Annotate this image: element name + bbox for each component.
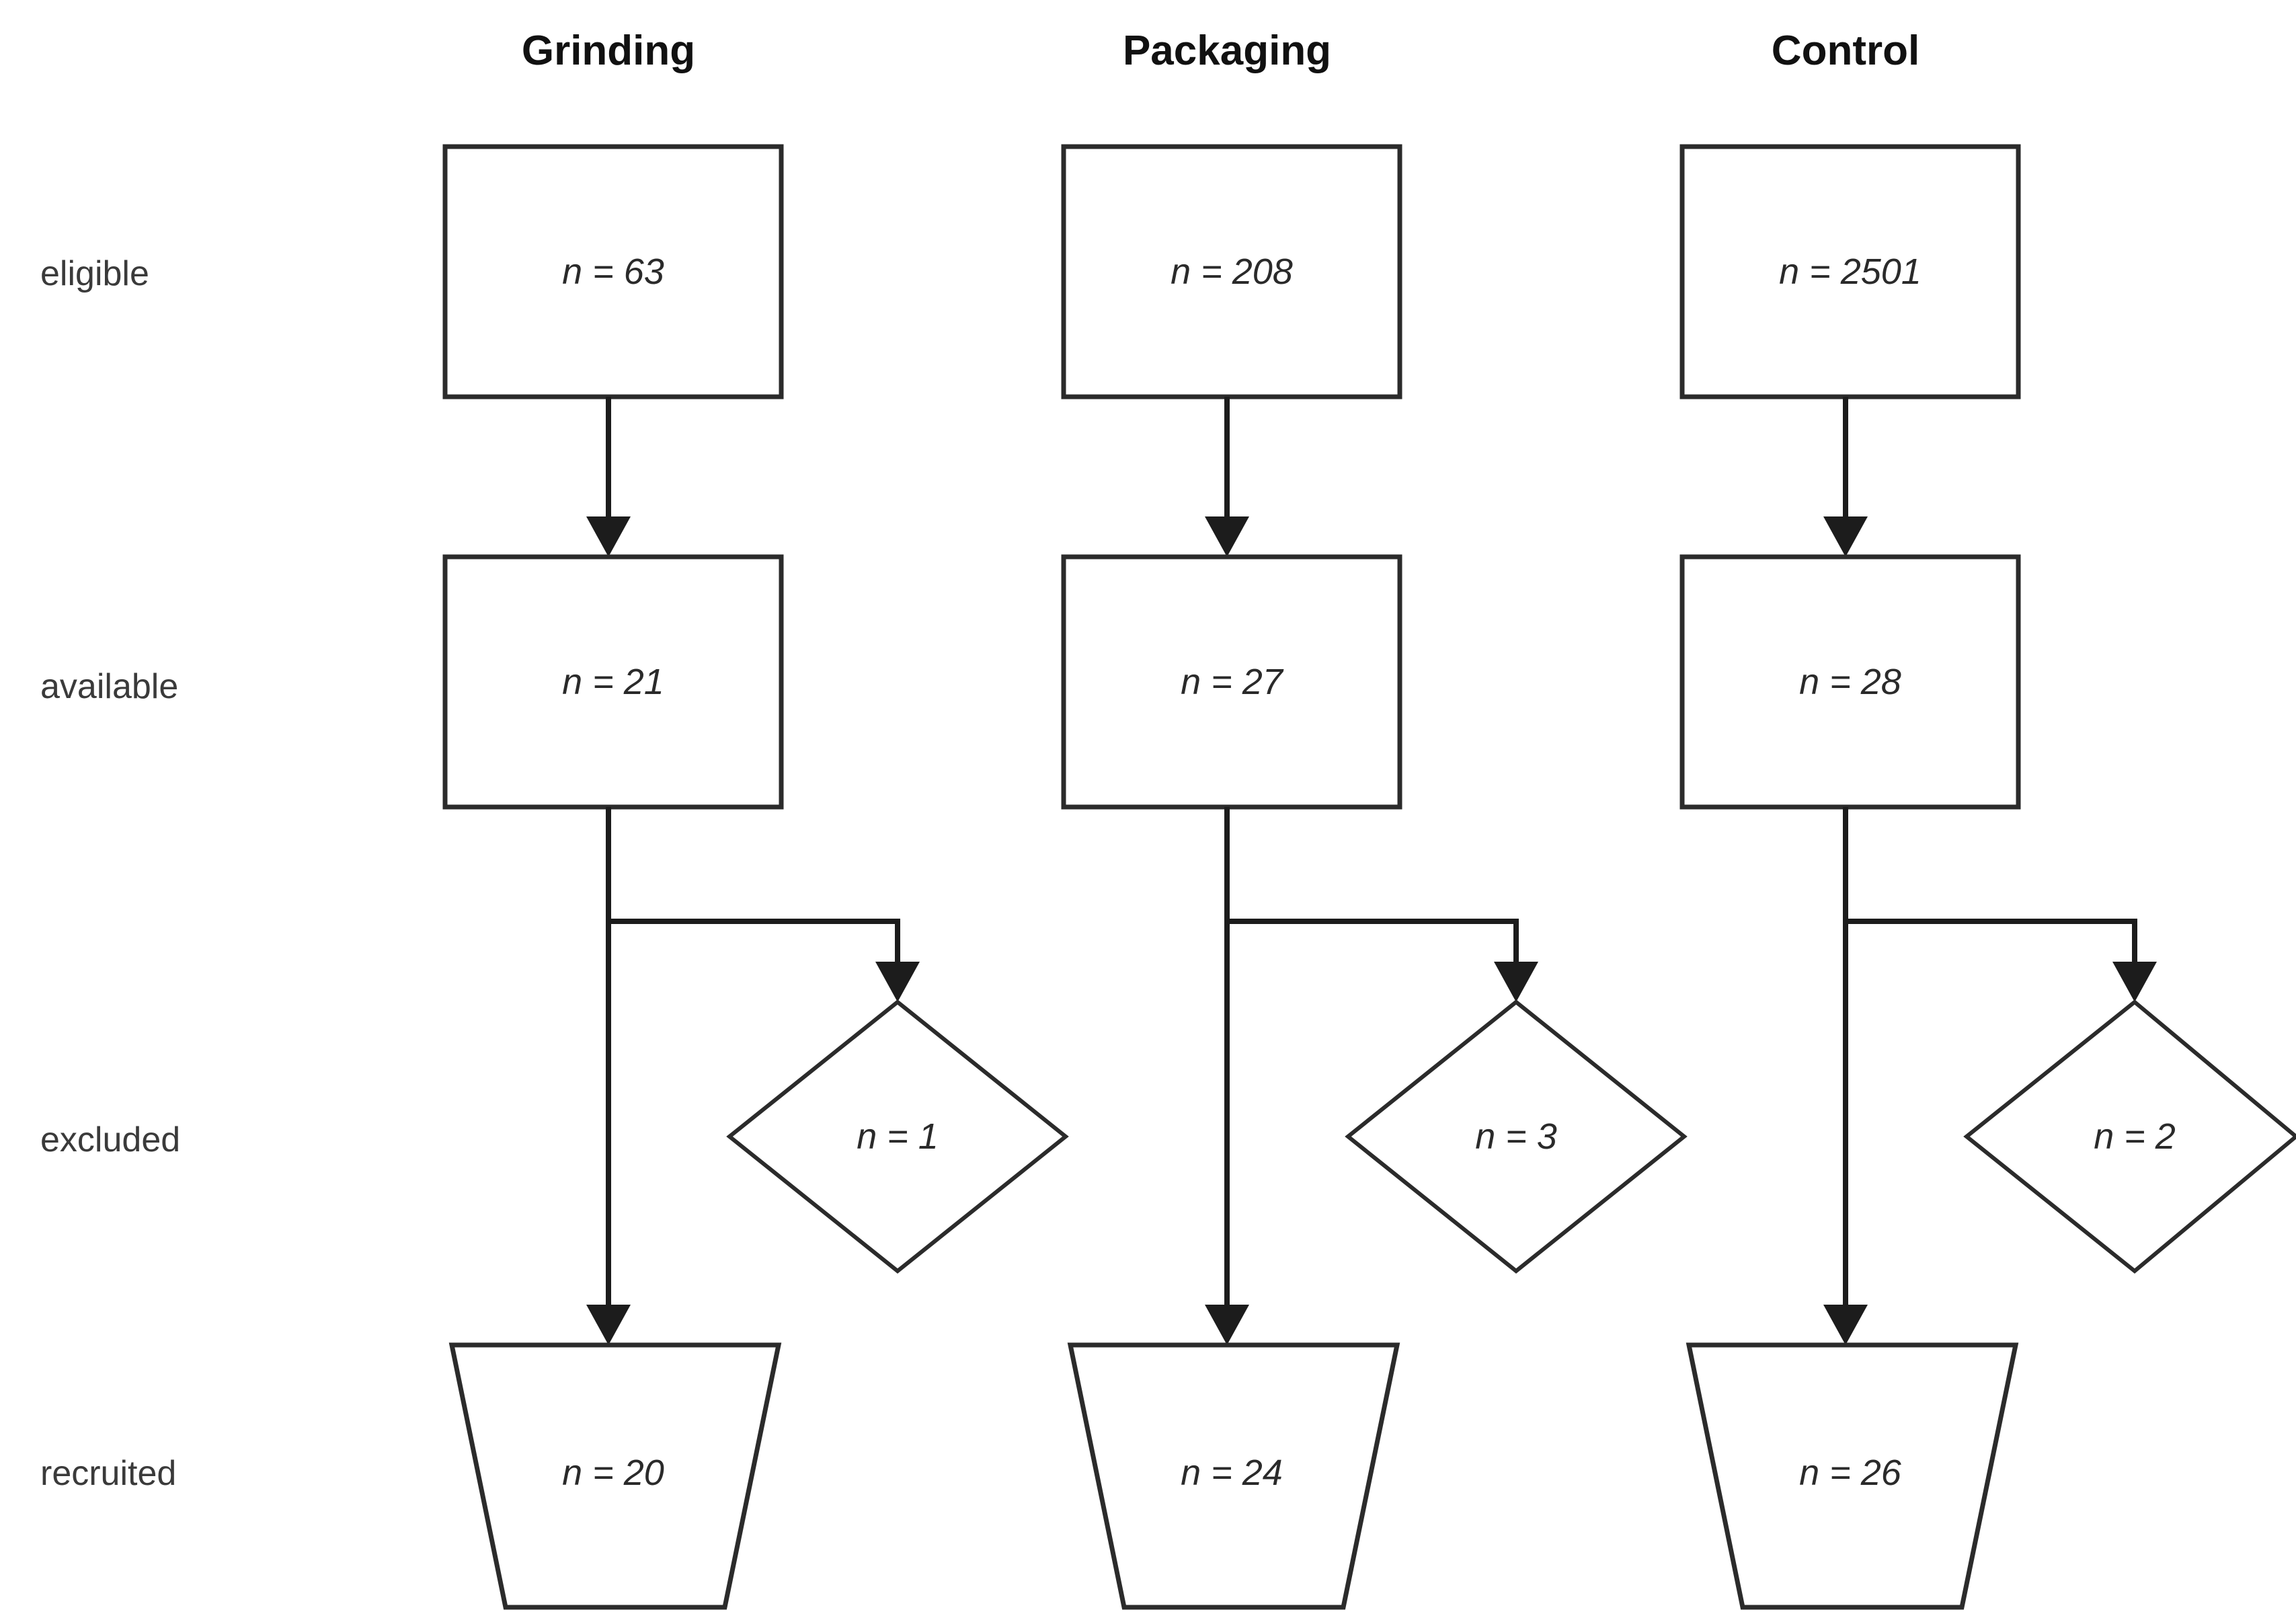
arrowhead-down-icon: [586, 516, 631, 557]
node-eligible-grinding: n = 63: [442, 144, 784, 399]
node-excluded-grinding: n = 1: [726, 999, 1069, 1274]
excluded-grinding-diamond: [726, 999, 1069, 1274]
column-header-packaging: Packaging: [1123, 28, 1331, 74]
node-excluded-packaging: n = 3: [1345, 999, 1688, 1274]
recruited-packaging-label: n = 24: [1181, 1453, 1283, 1493]
excluded-control-label: n = 2: [2094, 1116, 2176, 1157]
row-label-eligible: eligible: [40, 254, 149, 293]
node-excluded-control: n = 2: [1963, 999, 2296, 1274]
node-recruited-control: n = 26: [1686, 1342, 2019, 1610]
excluded-packaging-diamond: [1345, 999, 1688, 1274]
node-available-packaging: n = 27: [1061, 554, 1402, 810]
arrowhead-down-icon: [1823, 516, 1868, 557]
column-header-grinding: Grinding: [522, 28, 695, 74]
eligible-packaging-label: n = 208: [1171, 252, 1293, 292]
recruited-control-trapezoid: [1686, 1342, 2019, 1610]
available-control-label: n = 28: [1799, 662, 1901, 702]
arrowhead-down-icon: [1494, 962, 1538, 1002]
excluded-control-diamond: [1963, 999, 2296, 1274]
eligible-grinding-label: n = 63: [562, 252, 664, 292]
row-label-recruited: recruited: [40, 1454, 176, 1493]
recruited-packaging-trapezoid: [1067, 1342, 1400, 1610]
recruited-control-label: n = 26: [1799, 1453, 1902, 1493]
excluded-grinding-label: n = 1: [857, 1116, 939, 1157]
available-grinding-label: n = 21: [562, 662, 664, 702]
connector-available-branch-packaging: [1205, 807, 1538, 1345]
row-label-available: available: [40, 667, 178, 706]
node-eligible-control: n = 2501: [1679, 144, 2021, 399]
node-eligible-packaging: n = 208: [1061, 144, 1402, 399]
recruited-grinding-trapezoid: [448, 1342, 782, 1610]
arrowhead-down-icon: [586, 1305, 631, 1345]
excluded-packaging-label: n = 3: [1475, 1116, 1557, 1157]
arrowhead-down-icon: [2112, 962, 2157, 1002]
column-header-control: Control: [1772, 28, 1919, 74]
node-available-grinding: n = 21: [442, 554, 784, 810]
connector-eligible-to-available-packaging: [1205, 397, 1249, 557]
node-recruited-grinding: n = 20: [448, 1342, 782, 1610]
connector-available-branch-control: [1823, 807, 2157, 1345]
eligible-grinding-rect: [442, 144, 784, 399]
node-recruited-packaging: n = 24: [1067, 1342, 1400, 1610]
arrowhead-down-icon: [1823, 1305, 1868, 1345]
connector-available-branch-grinding: [586, 807, 920, 1345]
row-label-excluded: excluded: [40, 1120, 180, 1159]
arrowhead-down-icon: [875, 962, 920, 1002]
eligible-control-rect: [1679, 144, 2021, 399]
arrowhead-down-icon: [1205, 516, 1249, 557]
connector-eligible-to-available-control: [1823, 397, 1868, 557]
connector-eligible-to-available-grinding: [586, 397, 631, 557]
available-control-rect: [1679, 554, 2021, 810]
arrowhead-down-icon: [1205, 1305, 1249, 1345]
node-available-control: n = 28: [1679, 554, 2021, 810]
available-grinding-rect: [442, 554, 784, 810]
eligible-packaging-rect: [1061, 144, 1402, 399]
eligible-control-label: n = 2501: [1779, 252, 1922, 292]
recruited-grinding-label: n = 20: [562, 1453, 664, 1493]
available-packaging-rect: [1061, 554, 1402, 810]
available-packaging-label: n = 27: [1181, 662, 1284, 702]
